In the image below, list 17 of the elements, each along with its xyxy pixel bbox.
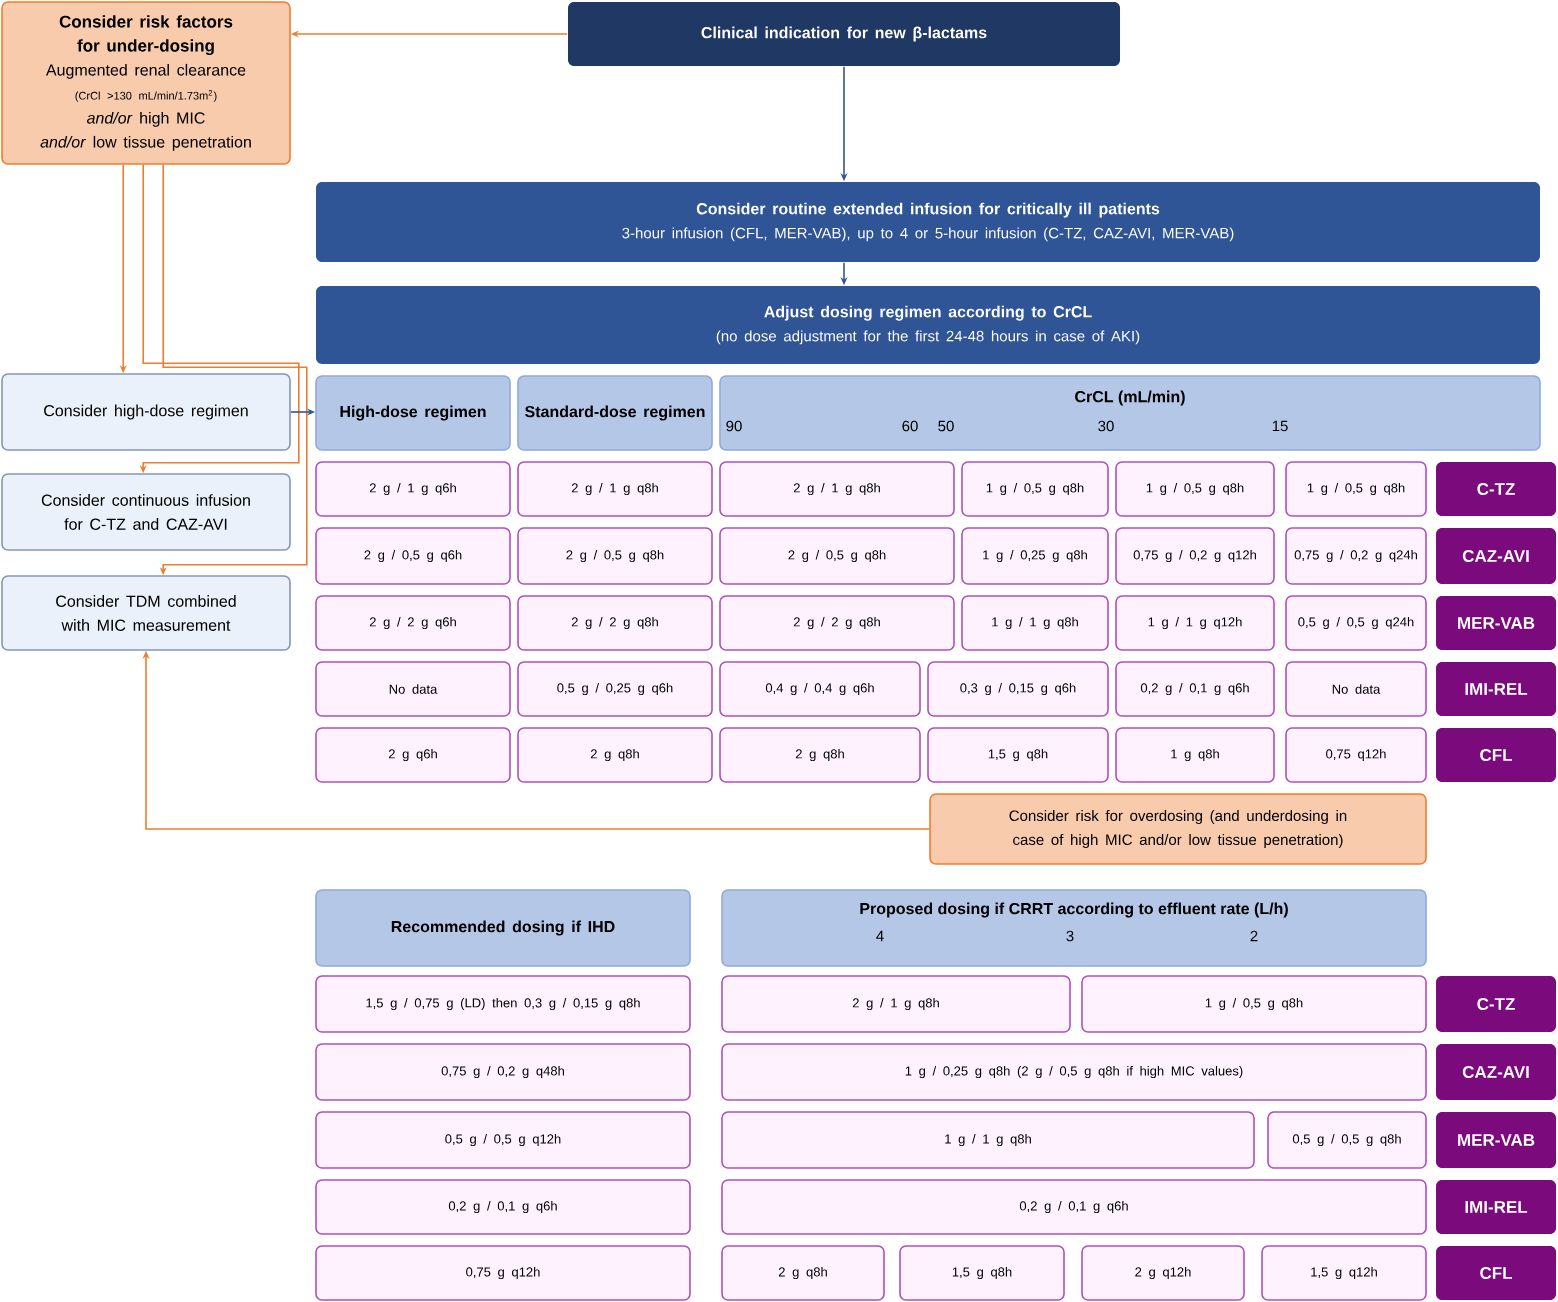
drug-label: IMI-REL [1436, 1180, 1556, 1234]
column-header: Recommended dosing if IHD [315, 889, 691, 967]
drug-label: CFL [1436, 728, 1556, 782]
drug-label: CAZ-AVI [1436, 528, 1556, 584]
drug-label: C-TZ [1436, 976, 1556, 1032]
recommendation-box: Consider continuous infusion for C-TZ and CAZ-AVI [1, 473, 291, 551]
drug-label: CFL [1436, 1246, 1556, 1300]
column-header: High-dose regimen [315, 375, 511, 451]
drug-label: CAZ-AVI [1436, 1044, 1556, 1100]
recommendation-box: Consider TDM combined with MIC measurement [1, 575, 291, 651]
process-box: Clinical indication for new β-lactams [568, 2, 1120, 66]
drug-label: IMI-REL [1436, 662, 1556, 716]
drug-label: MER-VAB [1436, 1112, 1556, 1168]
column-header: Standard-dose regimen [517, 375, 713, 451]
recommendation-box: Consider high-dose regimen [1, 373, 291, 451]
drug-label: MER-VAB [1436, 596, 1556, 650]
drug-label: C-TZ [1436, 462, 1556, 516]
